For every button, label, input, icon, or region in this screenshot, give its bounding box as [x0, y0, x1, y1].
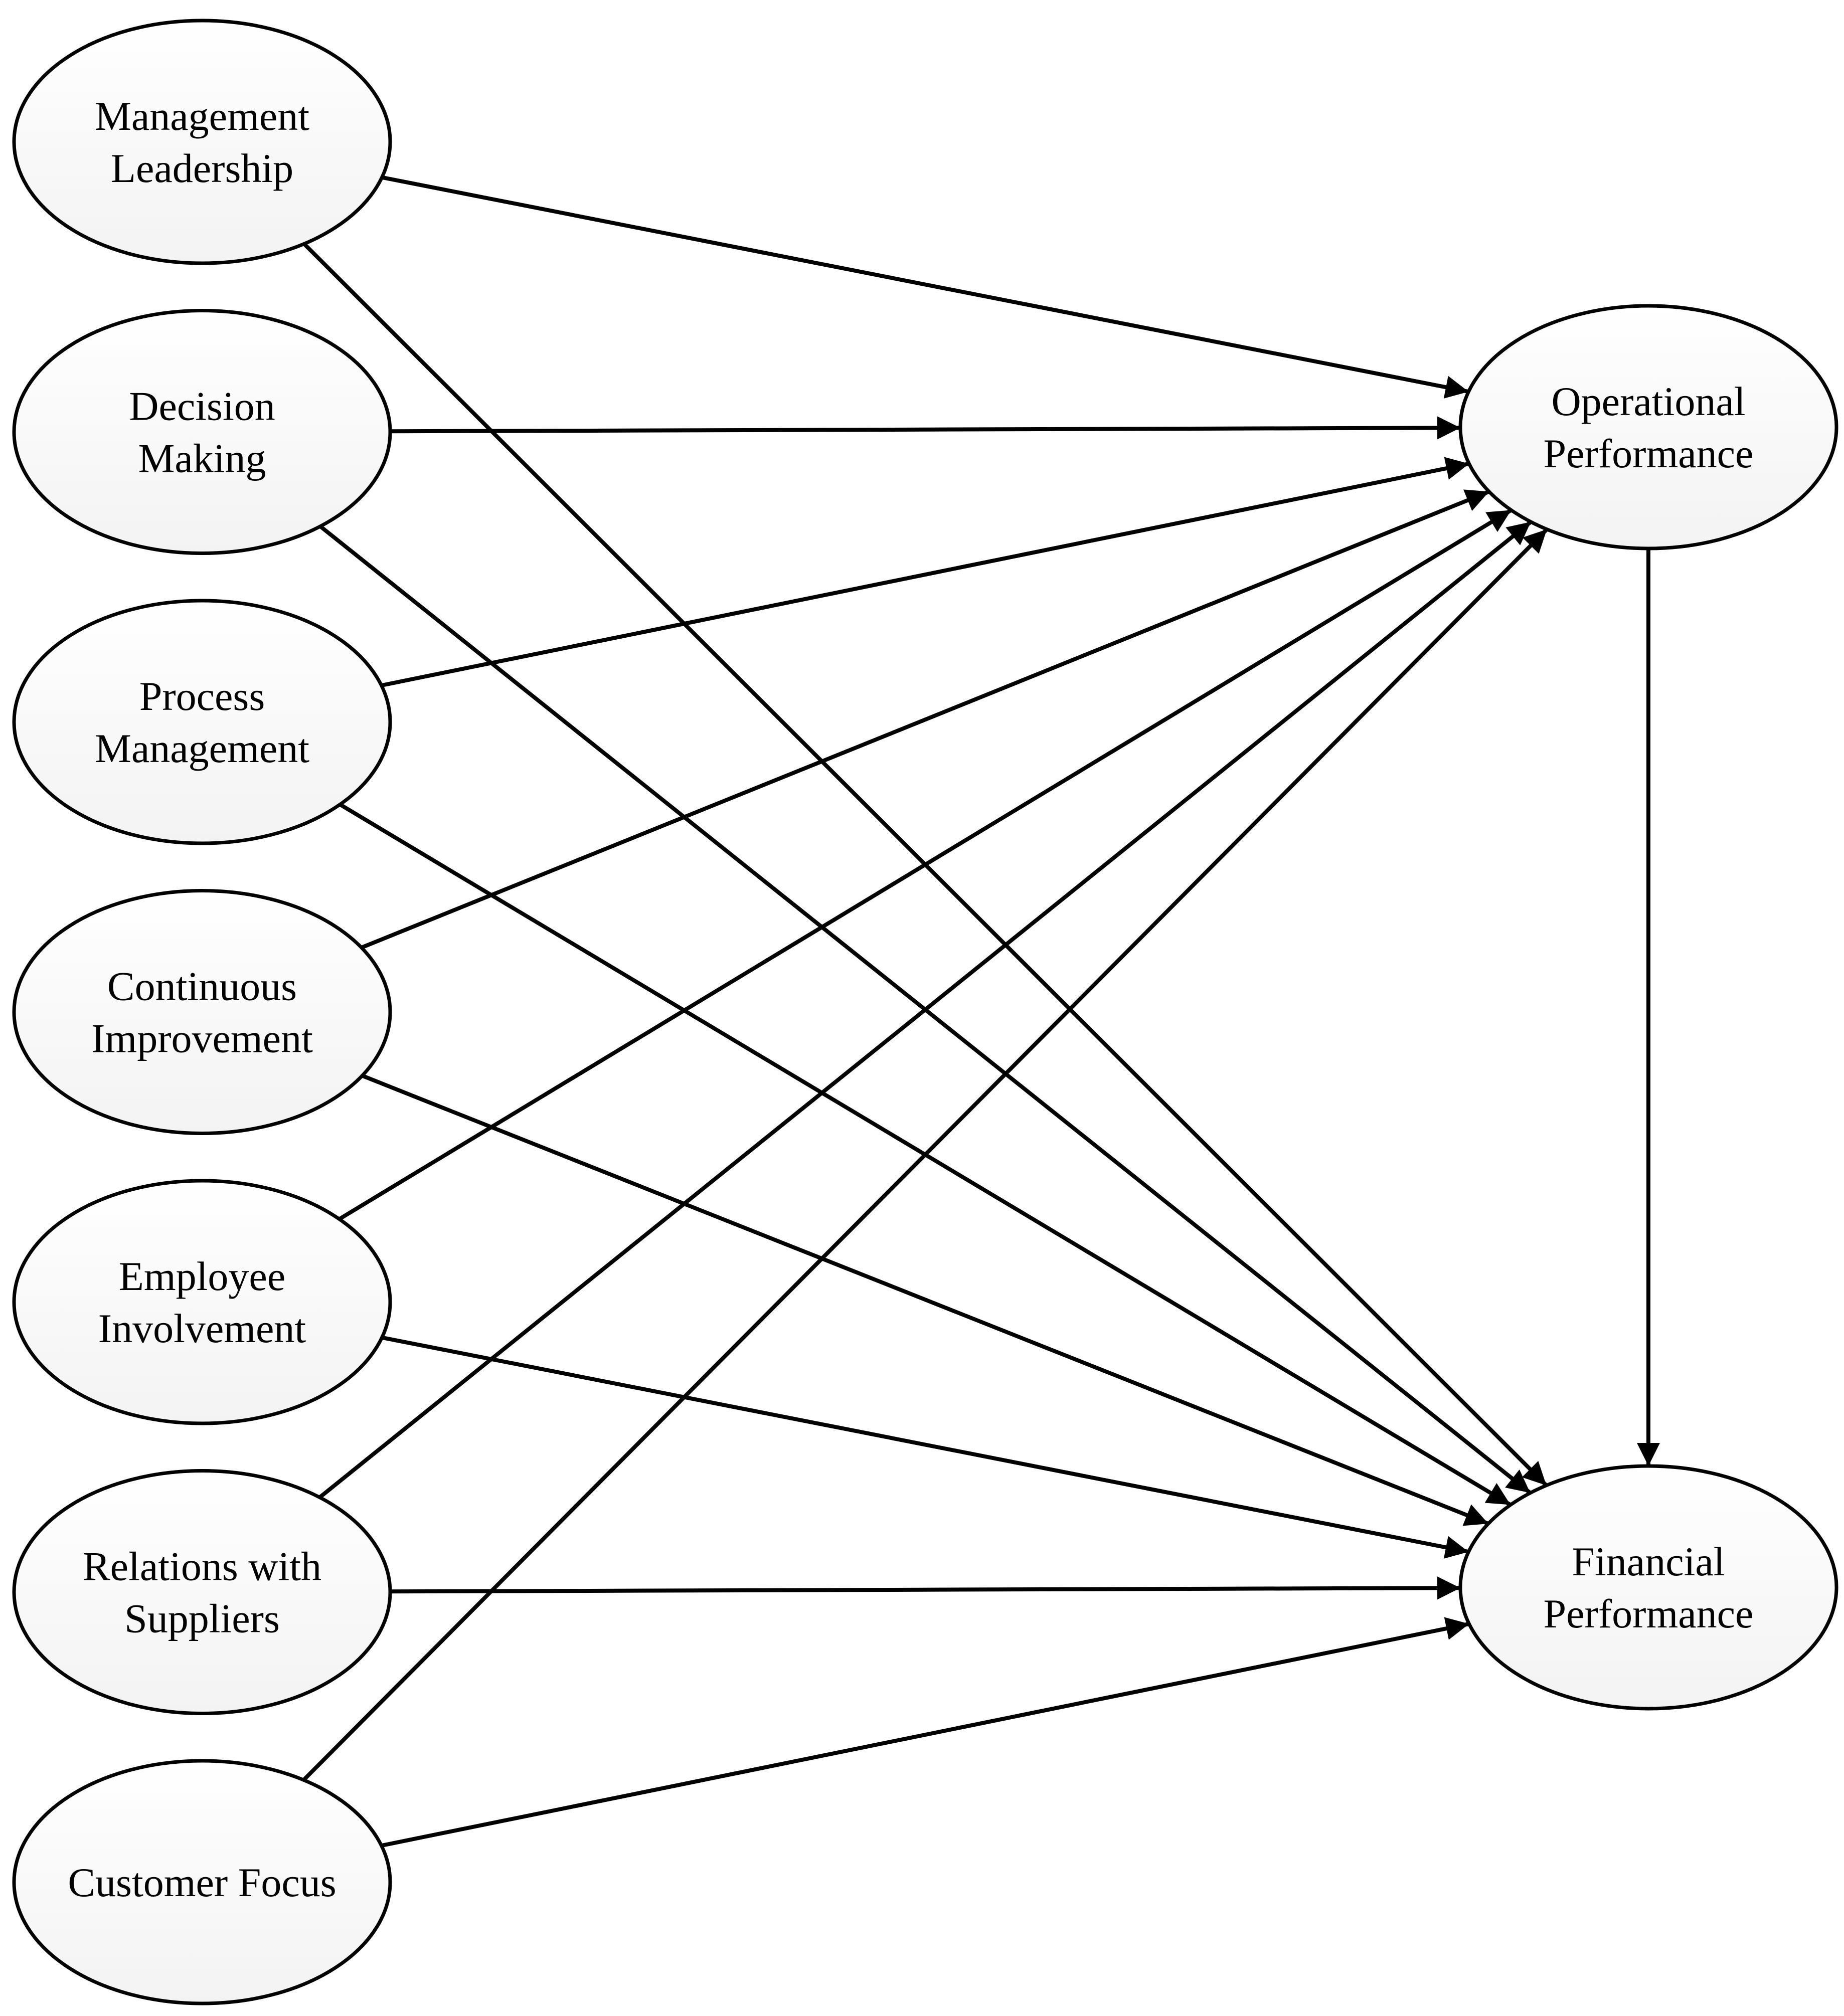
node-ellipse-operational-performance [1458, 304, 1838, 551]
node-ellipse-management-leadership [12, 19, 392, 265]
node-label-management-leadership-line-2: Leadership [111, 145, 293, 191]
node-label-operational-performance-line-2: Performance [1544, 431, 1754, 476]
node-label-financial-performance-line-1: Financial [1572, 1539, 1725, 1584]
arrow-employee-involvement-to-financial-performance [381, 1335, 1469, 1559]
node-label-employee-involvement-line-2: Involvement [98, 1306, 306, 1351]
node-label-financial-performance-line-2: Performance [1544, 1591, 1754, 1636]
node-label-continuous-improvement-line-2: Improvement [91, 1016, 313, 1061]
arrow-relations-with-suppliers-to-financial-performance [390, 1576, 1461, 1600]
node-ellipse-decision-making [12, 309, 392, 555]
arrow-continuous-improvement-to-financial-performance [361, 1073, 1489, 1526]
arrow-employee-involvement-to-operational-performance [338, 508, 1513, 1221]
node-ellipse-process-management [12, 599, 392, 845]
node-label-continuous-improvement-line-1: Continuous [107, 964, 297, 1009]
node-label-process-management-line-1: Process [139, 673, 265, 719]
arrow-process-management-to-operational-performance [381, 457, 1470, 688]
node-label-customer-focus-line-1: Customer Focus [68, 1860, 336, 1905]
node-ellipse-financial-performance [1458, 1464, 1838, 1711]
node-label-employee-involvement-line-1: Employee [119, 1253, 285, 1299]
arrow-customer-focus-to-financial-performance [381, 1617, 1470, 1848]
node-label-operational-performance-line-1: Operational [1551, 379, 1745, 424]
node-ellipse-continuous-improvement [12, 889, 392, 1135]
node-ellipse-relations-with-suppliers [12, 1469, 392, 1715]
node-label-decision-making-line-1: Decision [129, 384, 275, 429]
node-customer-focus: Customer Focus [12, 1759, 392, 2005]
node-label-management-leadership-line-1: Management [95, 93, 309, 139]
node-ellipse-customer-focus [12, 1759, 392, 2005]
node-ellipse-employee-involvement [12, 1179, 392, 1425]
arrow-decision-making-to-operational-performance [390, 416, 1461, 440]
node-label-relations-with-suppliers-line-1: Relations with [83, 1544, 321, 1589]
node-label-decision-making-line-2: Making [138, 436, 266, 481]
node-label-relations-with-suppliers-line-2: Suppliers [124, 1596, 280, 1641]
nodes-layer: ManagementLeadershipDecisionMakingProces… [12, 19, 1838, 2005]
arrow-relations-with-suppliers-to-operational-performance [318, 520, 1533, 1499]
arrow-continuous-improvement-to-operational-performance [361, 489, 1490, 950]
arrow-management-leadership-to-operational-performance [381, 175, 1469, 399]
edges-layer [302, 175, 1660, 1848]
arrow-customer-focus-to-operational-performance [302, 527, 1549, 1782]
node-label-process-management-line-2: Management [95, 725, 309, 771]
